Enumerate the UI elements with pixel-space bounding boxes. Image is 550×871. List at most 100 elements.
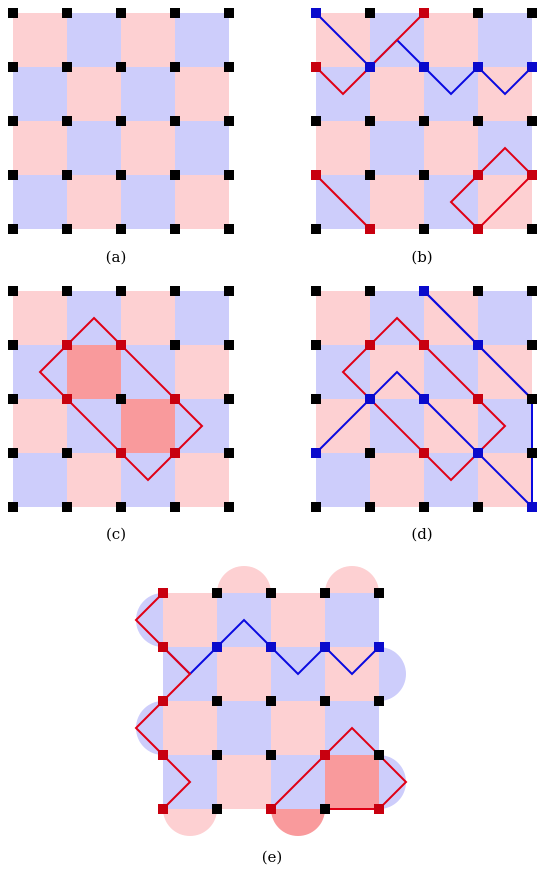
node bbox=[365, 286, 375, 296]
node bbox=[224, 170, 234, 180]
node bbox=[224, 286, 234, 296]
panel-c bbox=[8, 286, 234, 512]
node bbox=[320, 804, 330, 814]
node bbox=[419, 8, 429, 18]
node bbox=[116, 502, 126, 512]
node bbox=[8, 224, 18, 234]
node bbox=[311, 224, 321, 234]
node bbox=[116, 340, 126, 350]
node bbox=[224, 340, 234, 350]
node bbox=[170, 340, 180, 350]
tile bbox=[13, 67, 67, 121]
tile bbox=[13, 13, 67, 67]
node bbox=[8, 394, 18, 404]
node bbox=[419, 116, 429, 126]
node bbox=[419, 502, 429, 512]
node bbox=[527, 286, 537, 296]
node bbox=[311, 116, 321, 126]
node bbox=[224, 62, 234, 72]
tile bbox=[217, 701, 271, 755]
node bbox=[527, 116, 537, 126]
node bbox=[266, 804, 276, 814]
node bbox=[170, 170, 180, 180]
tile bbox=[13, 291, 67, 345]
node bbox=[527, 340, 537, 350]
node bbox=[224, 116, 234, 126]
node bbox=[8, 170, 18, 180]
node bbox=[224, 448, 234, 458]
node bbox=[212, 750, 222, 760]
node bbox=[365, 8, 375, 18]
node bbox=[224, 502, 234, 512]
node bbox=[62, 8, 72, 18]
node bbox=[170, 8, 180, 18]
node bbox=[311, 448, 321, 458]
node bbox=[158, 696, 168, 706]
panel-d bbox=[311, 286, 537, 512]
tile bbox=[370, 67, 424, 121]
node bbox=[365, 224, 375, 234]
node bbox=[62, 394, 72, 404]
node bbox=[365, 62, 375, 72]
node bbox=[224, 394, 234, 404]
caption-d: (d) bbox=[411, 525, 432, 543]
tile bbox=[121, 121, 175, 175]
tile bbox=[370, 453, 424, 507]
node bbox=[365, 170, 375, 180]
node bbox=[527, 448, 537, 458]
tile bbox=[217, 647, 271, 701]
node bbox=[473, 116, 483, 126]
tile bbox=[121, 175, 175, 229]
node bbox=[374, 750, 384, 760]
tile bbox=[163, 701, 217, 755]
node bbox=[266, 696, 276, 706]
node bbox=[320, 696, 330, 706]
node bbox=[212, 804, 222, 814]
node bbox=[8, 62, 18, 72]
node bbox=[212, 642, 222, 652]
tile bbox=[271, 701, 325, 755]
tile bbox=[478, 13, 532, 67]
tile bbox=[13, 453, 67, 507]
node bbox=[62, 340, 72, 350]
caption-c: (c) bbox=[106, 525, 126, 543]
highlighted-tile bbox=[67, 345, 121, 399]
node bbox=[311, 286, 321, 296]
node bbox=[527, 62, 537, 72]
node bbox=[365, 448, 375, 458]
node bbox=[224, 224, 234, 234]
red-path bbox=[315, 12, 425, 96]
red-loop bbox=[341, 316, 507, 482]
tile bbox=[175, 13, 229, 67]
caption-b: (b) bbox=[411, 248, 432, 266]
node bbox=[374, 804, 384, 814]
tile bbox=[67, 453, 121, 507]
node bbox=[311, 8, 321, 18]
node bbox=[473, 502, 483, 512]
tile bbox=[175, 453, 229, 507]
node bbox=[62, 62, 72, 72]
tile bbox=[175, 175, 229, 229]
caption-a: (a) bbox=[106, 248, 127, 266]
node bbox=[158, 588, 168, 598]
node bbox=[116, 116, 126, 126]
node bbox=[8, 340, 18, 350]
node bbox=[311, 62, 321, 72]
node bbox=[116, 448, 126, 458]
node bbox=[8, 8, 18, 18]
tile bbox=[13, 399, 67, 453]
tile bbox=[67, 67, 121, 121]
node bbox=[473, 286, 483, 296]
node bbox=[62, 224, 72, 234]
node bbox=[170, 62, 180, 72]
node bbox=[212, 588, 222, 598]
node bbox=[374, 696, 384, 706]
node bbox=[311, 394, 321, 404]
node bbox=[473, 62, 483, 72]
tile bbox=[316, 121, 370, 175]
node bbox=[170, 448, 180, 458]
node bbox=[311, 170, 321, 180]
node bbox=[365, 116, 375, 126]
node bbox=[527, 8, 537, 18]
tile bbox=[316, 453, 370, 507]
